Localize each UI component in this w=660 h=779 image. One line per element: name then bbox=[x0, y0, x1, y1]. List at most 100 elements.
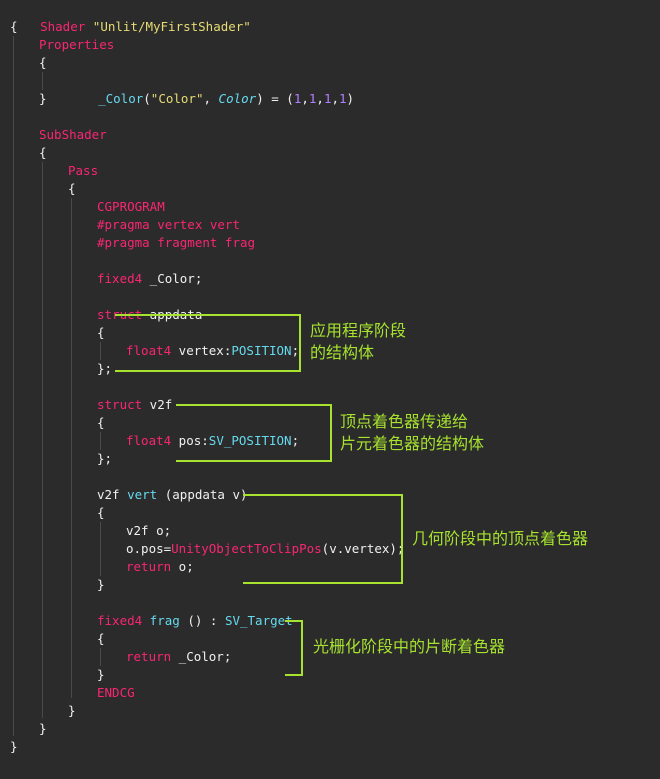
code-line-brace: } bbox=[68, 702, 76, 720]
color-label-string: "Color" bbox=[150, 91, 204, 106]
function-args: (appdata v) bbox=[157, 487, 248, 502]
indent-guide bbox=[42, 72, 43, 90]
function-call: UnityObjectToClipPos bbox=[171, 541, 322, 556]
semantic: SV_POSITION bbox=[208, 433, 292, 448]
function-name: frag bbox=[142, 613, 180, 628]
code-line-brace: } bbox=[97, 666, 105, 684]
code-line-brace: { bbox=[97, 414, 105, 432]
keyword-struct: struct bbox=[97, 397, 143, 412]
pragma-fragment: #pragma fragment frag bbox=[97, 235, 256, 250]
type-float4: float4 bbox=[126, 343, 172, 358]
paren: ) bbox=[346, 91, 355, 106]
code-line-cgprogram: CGPROGRAM bbox=[97, 198, 165, 216]
comma: , bbox=[331, 91, 340, 106]
color-property-name: _Color bbox=[98, 91, 144, 106]
code-line-color-property: _Color("Color", Color) = (1,1,1,1) bbox=[68, 72, 354, 106]
indent-guide bbox=[13, 36, 14, 736]
brace: } bbox=[10, 739, 18, 754]
return-value: o; bbox=[171, 559, 194, 574]
annotation-box-fragment-shader bbox=[285, 620, 303, 676]
code-line-shader: Shader "Unlit/MyFirstShader" bbox=[10, 0, 251, 34]
function-name: vert bbox=[119, 487, 158, 502]
code-line-v2f-o: v2f o; bbox=[126, 522, 171, 540]
code-line-return-color: return _Color; bbox=[126, 648, 231, 666]
default-open: ) = ( bbox=[256, 91, 294, 106]
struct-end: }; bbox=[97, 451, 113, 466]
indent-guide bbox=[42, 162, 43, 718]
type-float4: float4 bbox=[126, 433, 172, 448]
struct-name: v2f bbox=[142, 397, 173, 412]
code-line-brace: } bbox=[97, 576, 105, 594]
keyword-pass: Pass bbox=[68, 163, 99, 178]
code-line-brace: { bbox=[68, 180, 76, 198]
code-line-frag-signature: fixed4 frag () : SV_Target bbox=[97, 612, 293, 630]
code-line-brace: { bbox=[97, 630, 105, 648]
code-line-brace: { bbox=[39, 54, 47, 72]
semicolon: ; bbox=[291, 343, 300, 358]
number: 1 bbox=[308, 91, 317, 106]
code-line-properties: Properties bbox=[39, 36, 114, 54]
annotation-box-appdata bbox=[115, 314, 301, 372]
brace: } bbox=[97, 577, 105, 592]
return-type: v2f bbox=[97, 487, 120, 502]
code-line-pass: Pass bbox=[68, 162, 98, 180]
local-decl: v2f o; bbox=[126, 523, 172, 538]
code-line-color-decl: fixed4 _Color; bbox=[97, 270, 202, 288]
keyword-shader: Shader bbox=[40, 19, 86, 34]
brace: } bbox=[39, 721, 47, 736]
brace: } bbox=[39, 91, 47, 106]
code-line-brace: { bbox=[10, 18, 18, 36]
brace: { bbox=[97, 415, 105, 430]
pragma-vertex: #pragma vertex vert bbox=[97, 217, 240, 232]
code-line-subshader: SubShader bbox=[39, 126, 107, 144]
brace: { bbox=[39, 145, 47, 160]
color-type: Color bbox=[218, 91, 257, 106]
keyword-properties: Properties bbox=[39, 37, 115, 52]
keyword-return: return bbox=[126, 559, 172, 574]
annotation-vertex-shader: 几何阶段中的顶点着色器 bbox=[412, 529, 589, 548]
code-line-endcg: ENDCG bbox=[97, 684, 135, 702]
annotation-box-v2f bbox=[176, 404, 332, 462]
code-line-pragma-vertex: #pragma vertex vert bbox=[97, 216, 240, 234]
code-line-opos: o.pos=UnityObjectToClipPos(v.vertex); bbox=[126, 540, 404, 558]
keyword-cgprogram: CGPROGRAM bbox=[97, 199, 165, 214]
field-name: pos: bbox=[171, 433, 209, 448]
code-line-brace: { bbox=[39, 144, 47, 162]
semantic: POSITION bbox=[231, 343, 292, 358]
shader-name-string: "Unlit/MyFirstShader" bbox=[92, 19, 251, 34]
number: 1 bbox=[293, 91, 302, 106]
code-line-vertex-field: float4 vertex:POSITION; bbox=[126, 342, 299, 360]
brace: { bbox=[97, 505, 105, 520]
indent-guide bbox=[100, 522, 101, 576]
code-line-brace: { bbox=[97, 324, 105, 342]
indent-guide bbox=[100, 648, 101, 666]
brace: { bbox=[10, 19, 18, 34]
brace: } bbox=[68, 703, 76, 718]
type-fixed4: fixed4 bbox=[97, 613, 143, 628]
return-value: _Color; bbox=[171, 649, 232, 664]
indent-guide bbox=[100, 342, 101, 360]
struct-end: }; bbox=[97, 361, 113, 376]
code-line-pos-field: float4 pos:SV_POSITION; bbox=[126, 432, 299, 450]
annotation-box-vertex-shader bbox=[243, 494, 403, 584]
number: 1 bbox=[339, 91, 347, 106]
brace: { bbox=[97, 325, 105, 340]
keyword-subshader: SubShader bbox=[39, 127, 107, 142]
keyword-endcg: ENDCG bbox=[97, 685, 135, 700]
indent-guide bbox=[100, 432, 101, 450]
code-line-struct-end: }; bbox=[97, 450, 112, 468]
code-line-vert-signature: v2f vert (appdata v) bbox=[97, 486, 248, 504]
code-line-brace: } bbox=[39, 90, 47, 108]
code-line-brace: { bbox=[97, 504, 105, 522]
code-line-pragma-fragment: #pragma fragment frag bbox=[97, 234, 255, 252]
code-line-brace: } bbox=[39, 720, 47, 738]
code-line-brace: } bbox=[10, 738, 18, 756]
comma: , bbox=[203, 91, 212, 106]
field-name: vertex: bbox=[171, 343, 232, 358]
semicolon: ; bbox=[291, 433, 300, 448]
keyword-return: return bbox=[126, 649, 172, 664]
assign: o.pos= bbox=[126, 541, 172, 556]
annotation-fragment-shader: 光栅化阶段中的片断着色器 bbox=[313, 637, 506, 656]
type-fixed4: fixed4 bbox=[97, 271, 143, 286]
brace: { bbox=[97, 631, 105, 646]
